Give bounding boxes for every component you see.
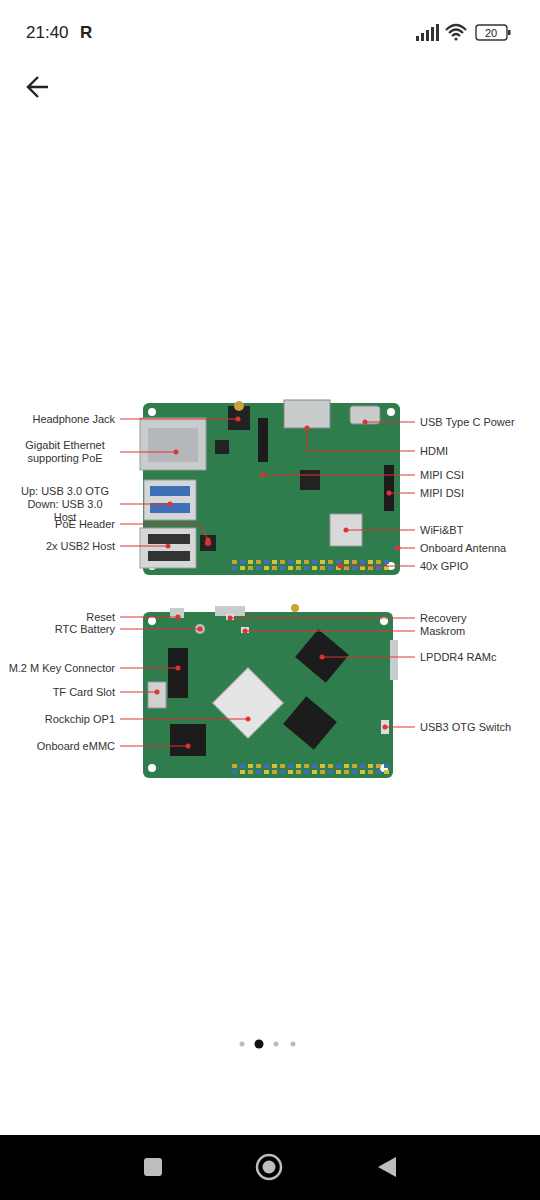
gpio-header bbox=[232, 560, 389, 570]
board-bottom bbox=[143, 604, 398, 778]
part-label: Onboard Antenna bbox=[420, 542, 506, 555]
part-label: Gigabit Ethernet supporting PoE bbox=[15, 439, 115, 465]
part-label: MIPI DSI bbox=[420, 487, 464, 500]
part-label: 40x GPIO bbox=[420, 560, 468, 573]
board-top bbox=[140, 400, 400, 575]
status-icons bbox=[416, 24, 511, 41]
part-label: M.2 M Key Connector bbox=[9, 662, 115, 675]
part-label: USB3 OTG Switch bbox=[420, 721, 511, 734]
back-arrow bbox=[28, 77, 48, 97]
part-label: Reset bbox=[86, 611, 115, 624]
part-label: Headphone Jack bbox=[32, 413, 115, 426]
status-text: 21:40 bbox=[26, 23, 69, 43]
part-label: PoE Header bbox=[55, 518, 115, 531]
part-label: TF Card Slot bbox=[53, 686, 115, 699]
part-label: RTC Battery bbox=[55, 623, 115, 636]
leader-dots bbox=[155, 417, 401, 749]
leader-lines bbox=[120, 419, 415, 746]
part-label: Recovery bbox=[420, 612, 466, 625]
part-label: Onboard eMMC bbox=[37, 740, 115, 753]
part-label: MIPI CSI bbox=[420, 469, 464, 482]
part-label: WiFi&BT bbox=[420, 524, 463, 537]
part-label: HDMI bbox=[420, 445, 448, 458]
status-text: 20 bbox=[485, 26, 497, 40]
pagination-dots bbox=[240, 1040, 296, 1049]
part-label: 2x USB2 Host bbox=[46, 540, 115, 553]
part-label: Rockchip OP1 bbox=[45, 713, 115, 726]
gpio-header bbox=[232, 764, 389, 774]
status-text: R bbox=[80, 23, 92, 43]
nav-bar bbox=[0, 1135, 540, 1200]
part-label: Maskrom bbox=[420, 625, 465, 638]
part-label: USB Type C Power bbox=[420, 416, 515, 429]
part-label: LPDDR4 RAMc bbox=[420, 651, 496, 664]
